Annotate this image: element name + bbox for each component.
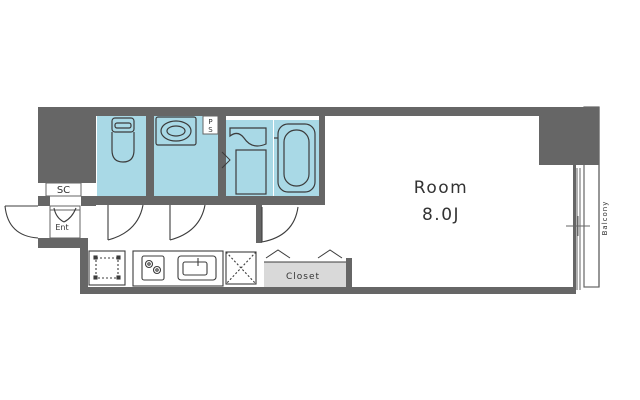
washroom-door[interactable] [221,151,231,169]
kitchen-sink-icon [177,255,217,281]
washing-machine-area [221,120,273,196]
balcony: Balcony [583,106,609,288]
balcony-label: Balcony [601,201,609,236]
shoe-cabinet: SC [45,182,82,197]
closet-door[interactable] [265,249,343,259]
kitchen [88,250,257,287]
balcony-window[interactable] [566,168,590,290]
pipe-space: P S [202,115,219,135]
refrigerator-icon [88,250,126,286]
entrance-label: Ent [55,223,68,232]
closet: Closet [264,249,346,287]
closet-label: Closet [286,272,320,282]
entrance: Ent [4,205,81,239]
entrance-door[interactable] [53,207,77,223]
microwave-space-icon [225,251,257,285]
toilet-door[interactable] [107,204,144,241]
main-room: Room 8.0J [414,178,468,225]
shoe-cabinet-label: SC [57,185,70,196]
bathtub-icon [274,123,316,193]
bathroom [274,120,319,196]
walls [38,107,599,294]
washroom-main-door[interactable] [169,204,206,241]
toilet-icon [111,117,135,163]
front-door[interactable] [4,205,39,239]
room-door[interactable] [261,206,299,243]
stove-icon [141,255,165,281]
wash-basin-icon [155,116,197,146]
toilet-area [97,116,146,196]
pipe-space-label-p: P [208,118,212,126]
room-label: Room [414,178,468,198]
washing-machine-icon [229,127,267,195]
pipe-space-label-s: S [208,126,213,134]
room-size-label: 8.0J [422,205,460,225]
